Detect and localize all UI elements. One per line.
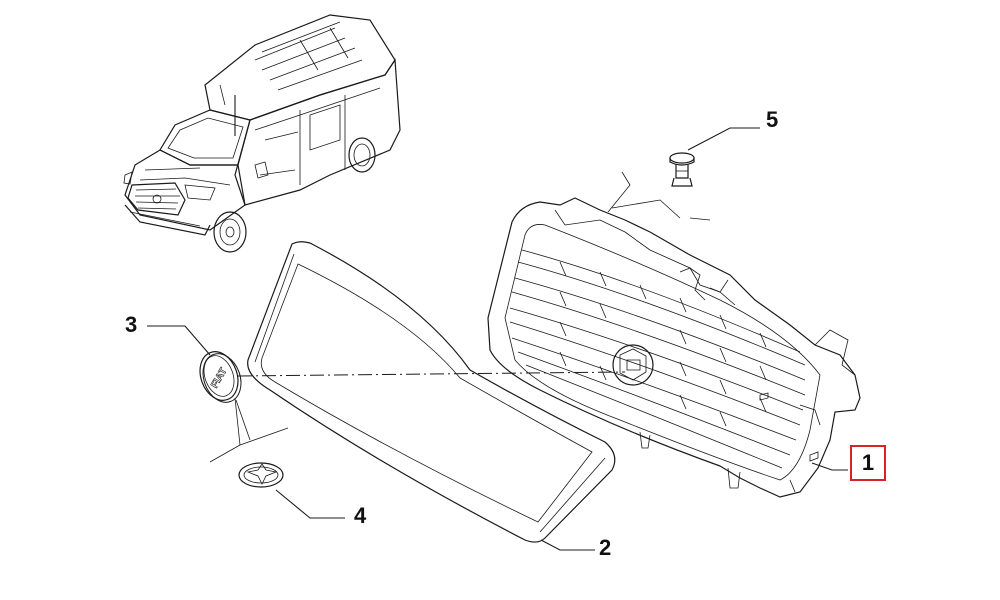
part-4-badge-mount <box>238 462 284 488</box>
leader-4 <box>275 489 345 519</box>
part-2-trim-frame <box>247 241 616 543</box>
callout-part-1-highlighted: 1 <box>850 445 886 481</box>
part-3-badge: FIAT <box>199 351 242 403</box>
leader-1 <box>811 462 848 471</box>
callout-part-4: 4 <box>354 503 367 528</box>
callout-part-5: 5 <box>766 107 779 132</box>
leader-3 <box>147 325 211 356</box>
part-5-clip <box>669 152 695 187</box>
part-1-front-grille <box>487 197 861 498</box>
badge-lettering: FIAT <box>209 366 229 390</box>
callout-part-2: 2 <box>599 535 612 560</box>
callout-part-3: 3 <box>125 312 138 337</box>
assembly-lines <box>209 171 711 463</box>
leader-2 <box>540 539 595 551</box>
leader-lines <box>147 95 848 551</box>
leader-5 <box>687 127 760 151</box>
van-illustration <box>123 14 401 253</box>
